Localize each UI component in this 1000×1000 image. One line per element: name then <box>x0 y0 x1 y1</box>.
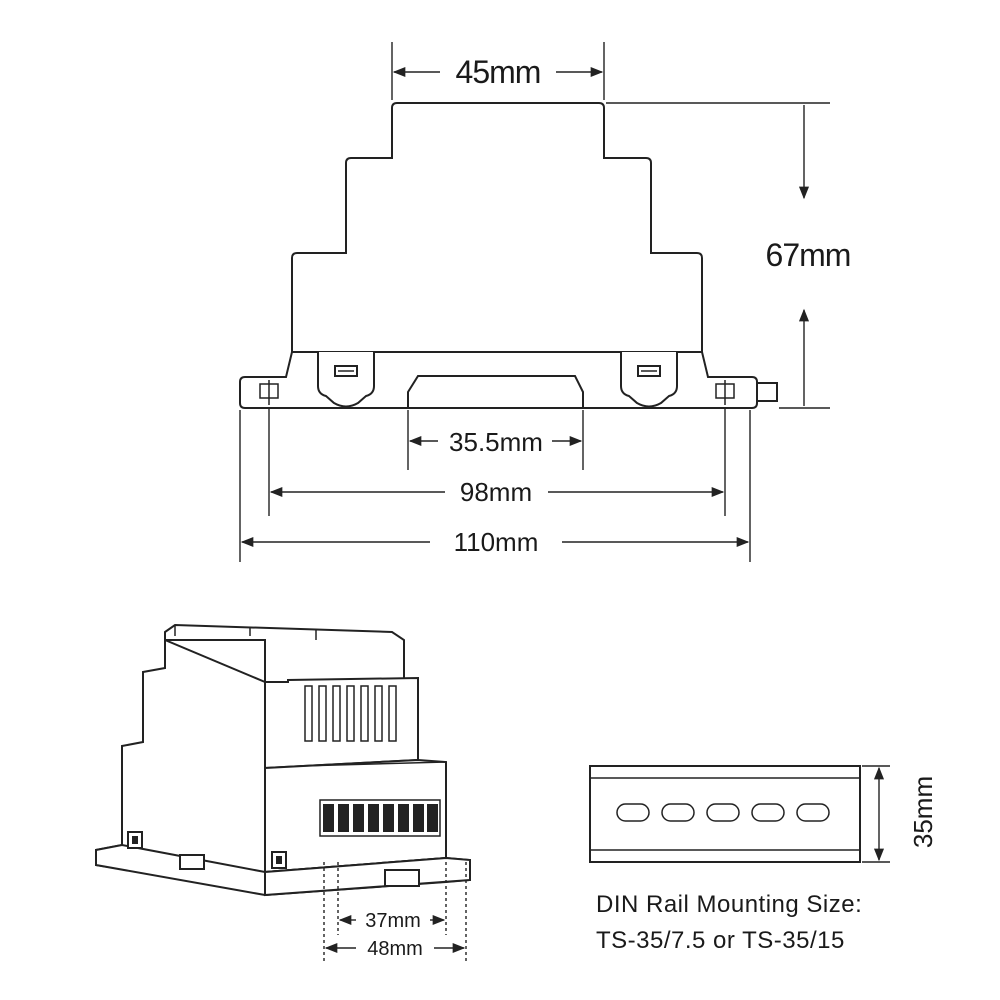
dim-98mm-label: 98mm <box>460 477 532 507</box>
middle-step <box>264 676 419 770</box>
caption-line-1: DIN Rail Mounting Size: <box>596 891 862 918</box>
iso-base-front <box>264 856 471 897</box>
rail-profile <box>589 765 861 863</box>
right-screw-hole <box>715 380 735 405</box>
dim-35mm-label: 35mm <box>908 776 938 848</box>
front-dimensions: 45mm 67mm 35.5mm 98mm 110mm <box>239 42 851 562</box>
dim-45mm-label: 45mm <box>456 54 541 90</box>
side-knob <box>756 382 778 402</box>
dim-48mm-label: 48mm <box>367 938 423 960</box>
dim-35-5mm-label: 35.5mm <box>449 427 543 457</box>
right-clip <box>620 352 678 408</box>
dim-67mm-label: 67mm <box>766 237 851 273</box>
isometric-view <box>95 623 471 897</box>
left-clip <box>317 352 375 408</box>
din-rail: 35mm <box>589 765 938 863</box>
dim-37mm-label: 37mm <box>365 910 421 932</box>
dim-110mm-label: 110mm <box>454 527 539 557</box>
vent-slots <box>304 685 397 742</box>
enclosure-outline <box>291 102 703 353</box>
left-screw-hole <box>259 380 279 405</box>
front-view <box>239 102 778 409</box>
rail-slot <box>407 375 584 409</box>
iso-dimensions: 37mm 48mm <box>323 862 467 962</box>
caption-line-2: TS-35/7.5 or TS-35/15 <box>596 927 845 954</box>
terminal-block <box>319 799 441 837</box>
